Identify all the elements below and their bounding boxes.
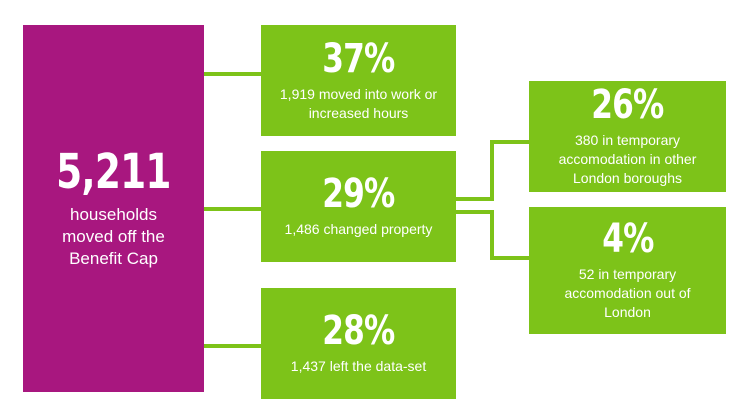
moved-into-work-label: 1,919 moved into work or increased hours	[279, 85, 438, 121]
changed-property-percent: 29%	[322, 171, 395, 217]
left-dataset-box: 28% 1,437 left the data-set	[261, 288, 456, 399]
other-boroughs-box: 26% 380 in temporary accomodation in oth…	[529, 81, 726, 192]
left-dataset-label: 1,437 left the data-set	[290, 358, 427, 374]
changed-property-label: 1,486 changed property	[284, 221, 433, 237]
out-of-london-percent: 4%	[601, 216, 654, 262]
moved-into-work-percent: 37%	[322, 35, 395, 82]
other-boroughs-label: 380 in temporary accomodation in other L…	[558, 132, 697, 186]
out-of-london-box: 4% 52 in temporary accomodation out of L…	[529, 207, 726, 334]
other-boroughs-percent: 26%	[591, 82, 664, 128]
left-dataset-percent: 28%	[322, 308, 395, 354]
households-total-box: 5,211 households moved off the Benefit C…	[23, 25, 204, 392]
out-of-london-label: 52 in temporary accomodation out of Lond…	[564, 266, 691, 320]
connector-property-to-outside	[456, 210, 529, 260]
households-total-value: 5,211	[56, 143, 171, 200]
households-total-label: households moved off the Benefit Cap	[62, 204, 165, 268]
changed-property-box: 29% 1,486 changed property	[261, 151, 456, 262]
moved-into-work-box: 37% 1,919 moved into work or increased h…	[261, 25, 456, 136]
connector-property-to-boroughs	[456, 140, 529, 201]
